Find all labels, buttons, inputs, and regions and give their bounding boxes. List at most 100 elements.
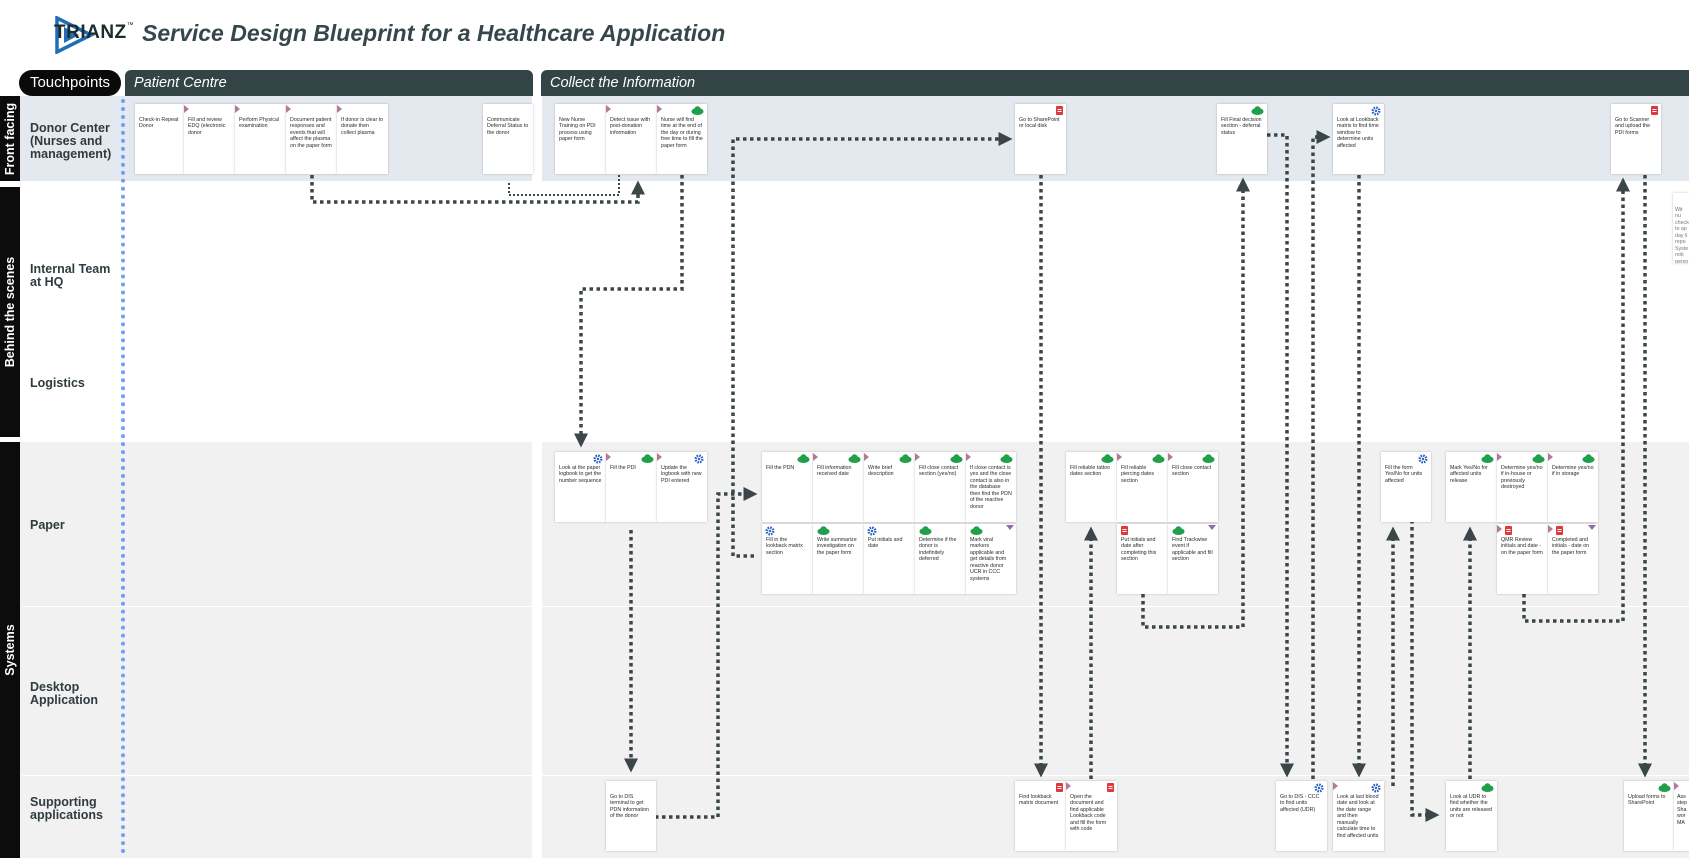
note-clear-to-donate: If donor is clear to donate then collect…: [337, 104, 388, 174]
flag-marker: [1548, 453, 1553, 461]
gear-icon: [593, 454, 603, 464]
document-icon: [1056, 106, 1063, 115]
timeline-line: [121, 99, 125, 854]
note-qmr-review: QMR Review initials and date - on the pa…: [1497, 524, 1548, 594]
phase-collect-information: Collect the Information: [541, 70, 1689, 96]
flag-marker: [1168, 453, 1173, 461]
flag-marker: [864, 453, 869, 461]
connector: [1141, 177, 1250, 629]
note-edge-ass: Ass step Sha wor MA: [1674, 781, 1689, 851]
connector: [655, 487, 758, 819]
note-completed-initials: Completed and initials - date on the pap…: [1548, 524, 1598, 594]
note-received-date: Fill information received date: [813, 452, 864, 522]
connector: [1410, 520, 1440, 822]
note-find-matrix: Find lookback matrix document: [1015, 781, 1066, 851]
lane-supporting-applications: Supporting applications: [30, 795, 103, 823]
trianz-logo-icon: [55, 16, 95, 54]
cloud-icon: [1000, 454, 1013, 463]
note-in-house: Determine yes/no if in-house or previous…: [1497, 452, 1548, 522]
document-icon: [1556, 526, 1563, 535]
flag-marker: [606, 105, 611, 113]
note-mark-yes-no: Mark Yes/No for affected units release: [1446, 452, 1497, 522]
note-fill-edq: Fill and review EDQ (electronic donor: [184, 104, 235, 174]
note-lookback-window: Look at Lookback matrix to find time win…: [1333, 104, 1384, 174]
note-final-decision: Fill Final decision section - deferral s…: [1217, 104, 1267, 174]
note-if-close-contact: If close contact is yes and the close co…: [966, 452, 1016, 522]
flag-marker: [286, 105, 291, 113]
flag-marker: [1208, 525, 1216, 530]
note-edge-cutoff: Wit nu check to ap day li repo Syste not…: [1673, 193, 1689, 263]
phase-patient-centre: Patient Centre: [125, 70, 533, 96]
cloud-icon: [919, 526, 932, 535]
flag-marker: [1066, 782, 1071, 790]
lane-paper: Paper: [30, 518, 65, 532]
connector: [508, 175, 620, 196]
note-look-udr: Look at UDR to find whether the units ar…: [1446, 781, 1497, 851]
note-nurse-find-time: Nurse will find time at the end of the d…: [657, 104, 707, 174]
flag-marker: [1674, 782, 1679, 790]
cloud-icon: [1101, 454, 1114, 463]
document-icon: [1056, 783, 1063, 792]
gear-icon: [867, 526, 877, 536]
flag-marker: [606, 453, 611, 461]
note-open-document: Open the document and find applicable Lo…: [1066, 781, 1117, 851]
flag-marker: [1333, 782, 1338, 790]
note-put-initials: Put initials and date after completing t…: [1117, 524, 1168, 594]
gear-icon: [765, 526, 775, 536]
lane-logistics: Logistics: [30, 376, 85, 390]
note-lookback-section: Fill in the lookback matrix section: [762, 524, 813, 594]
lane-desktop-application: Desktop Application: [30, 680, 99, 708]
connector: [1267, 133, 1294, 778]
note-brief-description: Write brief description: [864, 452, 915, 522]
flag-marker: [657, 453, 662, 461]
gear-icon: [1371, 106, 1381, 116]
page-title: Service Design Blueprint for a Healthcar…: [142, 20, 726, 46]
cloud-icon: [1532, 454, 1545, 463]
cloud-icon: [950, 454, 963, 463]
note-viral-markers: Mark viral markers applicable and get de…: [966, 524, 1016, 594]
gear-icon: [1371, 783, 1381, 793]
note-dis-ccc: Go to DIS - CCC to find units affected (…: [1276, 781, 1327, 851]
note-go-sharepoint: Go to SharePoint or local disk: [1015, 104, 1066, 174]
note-fill-pdi: Fill the PDI: [606, 452, 657, 522]
flag-marker: [1497, 453, 1502, 461]
flag-marker: [966, 453, 971, 461]
note-scanner-upload: Go to Scanner and upload the PDI forms: [1611, 104, 1661, 174]
cloud-icon: [1658, 783, 1671, 792]
flag-marker: [915, 453, 920, 461]
connector: [1311, 130, 1331, 786]
gear-icon: [694, 454, 704, 464]
note-trackwise: Find Trackwise event if applicable and f…: [1168, 524, 1218, 594]
connector: [1522, 177, 1630, 623]
note-in-storage: Determine yes/no if in storage: [1548, 452, 1598, 522]
lane-divider: [22, 775, 1689, 776]
note-paper-logbook: Look at the paper logbook to get the num…: [555, 452, 606, 522]
note-communicate-deferral: Communicate Deferral Status to the donor: [483, 104, 533, 174]
lane-divider: [22, 606, 1689, 607]
document-icon: [1121, 526, 1128, 535]
section-systems: Systems: [0, 442, 20, 858]
cloud-icon: [970, 526, 983, 535]
note-check-in: Check-in Repeat Donor: [135, 104, 184, 174]
connector: [731, 132, 1013, 558]
note-physical-exam: Perform Physical examination: [235, 104, 286, 174]
cloud-icon: [899, 454, 912, 463]
cloud-icon: [1481, 783, 1494, 792]
flag-marker: [1548, 525, 1553, 533]
flag-marker: [813, 453, 818, 461]
note-update-logbook: Update the logbook with new PDI entered: [657, 452, 707, 522]
note-initials-date: Put initials and date: [864, 524, 915, 594]
cloud-icon: [641, 454, 654, 463]
flag-marker: [1588, 525, 1596, 530]
note-dis-terminal: Go to DIS terminal to get PDN informatio…: [606, 781, 656, 851]
flag-marker: [1497, 525, 1502, 533]
gear-icon: [1418, 454, 1428, 464]
cloud-icon: [1582, 454, 1595, 463]
logo-wordmark: TRIANZ™: [54, 22, 135, 43]
note-nurse-training: New Nurse Training on PDI process using …: [555, 104, 606, 174]
connector: [574, 175, 684, 448]
note-tattoo-dates: Fill reliable tattoo dates section: [1066, 452, 1117, 522]
cloud-icon: [1202, 454, 1215, 463]
note-fill-pdn: Fill the PDN: [762, 452, 813, 522]
